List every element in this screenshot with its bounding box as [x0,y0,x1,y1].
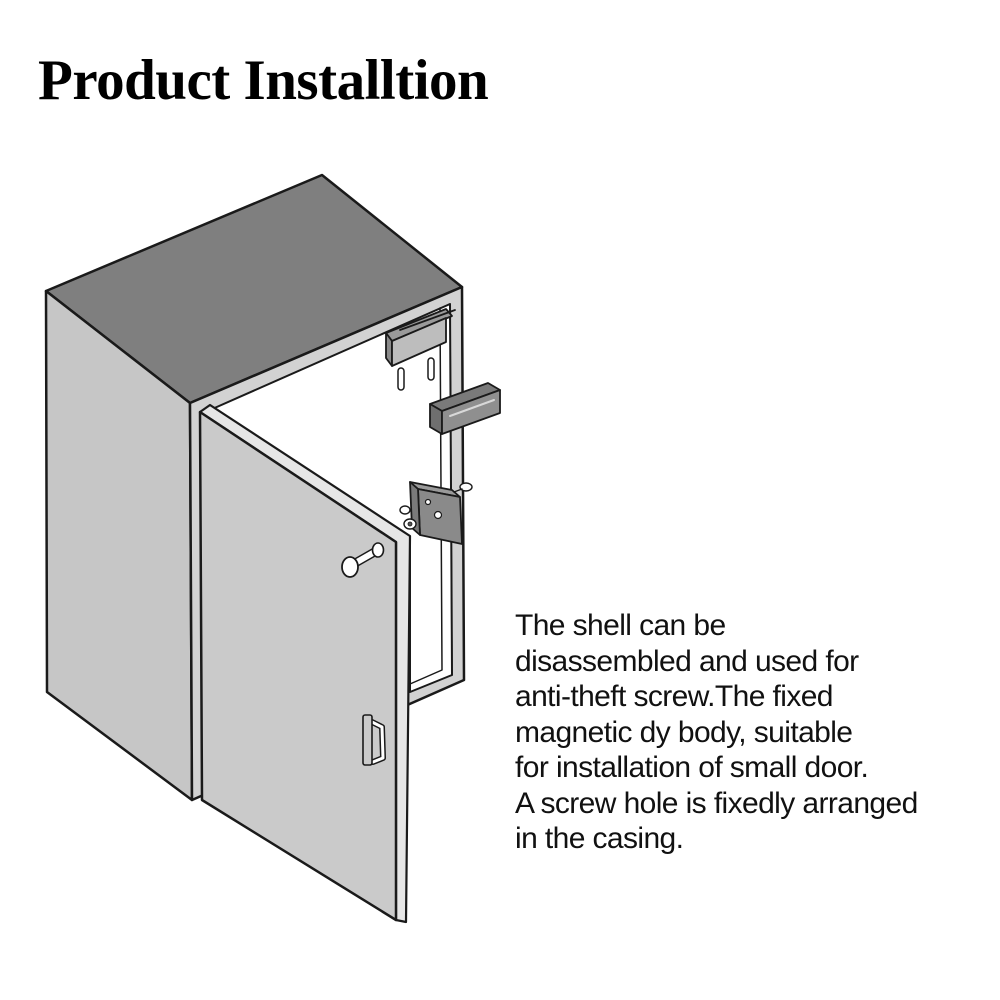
description-line: magnetic dy body, suitable [515,715,853,749]
description-line: A screw hole is fixedly arranged [515,786,918,820]
description-line: anti-theft screw.The fixed [515,680,833,713]
door-handle-icon [362,714,386,766]
door-face [198,410,398,922]
description-line: in the casing. [515,822,684,855]
door-knob-icon [341,542,385,578]
description-line: disassembled and used for [515,644,859,678]
page-title: Product Installtion [38,49,489,112]
door-icon [198,403,412,924]
screw-washer-icon [399,482,473,530]
description-line: for installation of small door. [515,751,869,784]
description-text: The shell can be disassembled and used f… [515,608,985,857]
description-line: The shell can be [515,609,726,642]
magnetic-lock-icon [429,382,501,435]
mounting-bracket-icon [385,308,456,367]
screw-icon [397,357,435,391]
